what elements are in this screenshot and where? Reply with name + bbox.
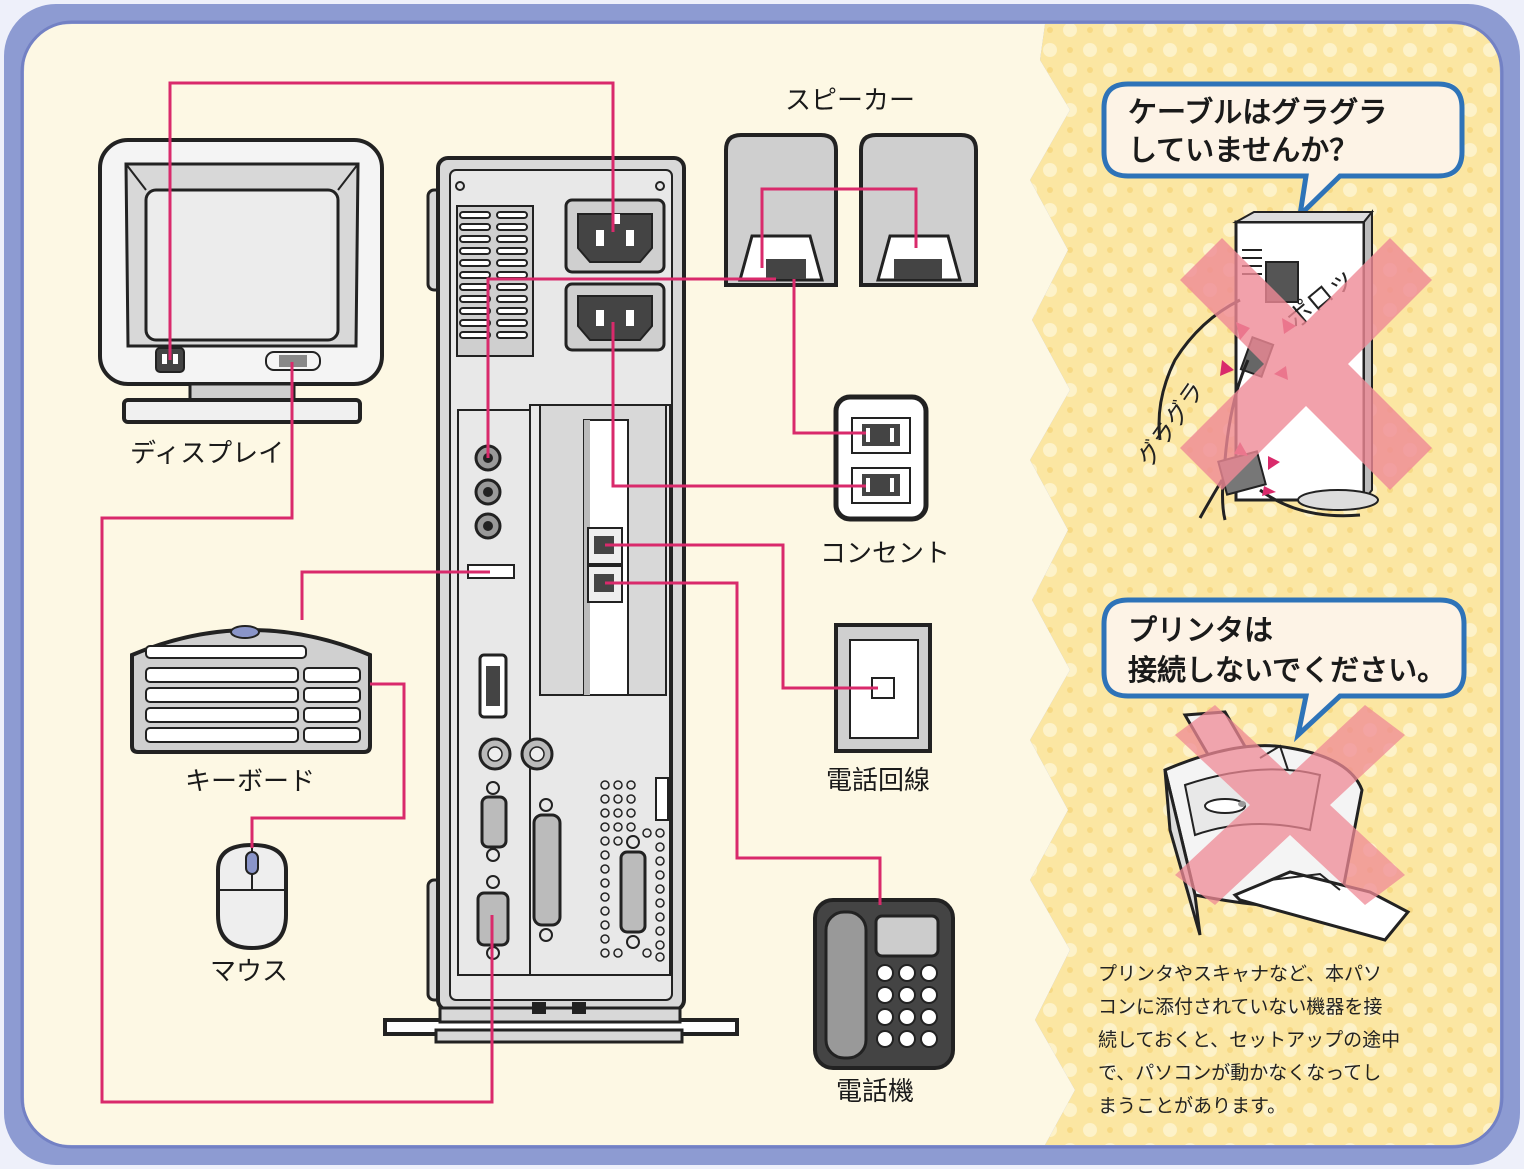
cable-modem-line — [605, 543, 878, 690]
wall-outlet: コンセント — [820, 394, 950, 569]
mouse: マウス — [210, 842, 288, 987]
loose-cable-illustration: ポロッ グラグラ — [1132, 209, 1432, 521]
bubble-printer-line2: 接続しないでください。 — [1128, 653, 1446, 687]
monitor: ディスプレイ — [98, 138, 384, 469]
bubble-cable-line1: ケーブルはグラグラ — [1128, 95, 1387, 129]
note-line-5: まうことがあります。 — [1098, 1095, 1287, 1117]
cable-speakers — [760, 187, 918, 268]
mouse-label: マウス — [210, 957, 288, 987]
printer-illustration — [1163, 705, 1411, 942]
bubble-printer-line1: プリンタは — [1128, 613, 1273, 647]
display-label: ディスプレイ — [130, 439, 284, 469]
phone-line-jack: 電話回線 — [826, 623, 932, 796]
cable-speaker-audio — [486, 277, 776, 458]
game-port — [619, 850, 647, 934]
telephone-label: 電話機 — [836, 1077, 914, 1107]
speakers: スピーカー — [724, 86, 978, 287]
pc-tower — [383, 156, 739, 1044]
vent-slots — [456, 205, 534, 357]
note-line-4: で、パソコンが動かなくなってし — [1098, 1062, 1382, 1084]
parallel-port — [532, 813, 562, 927]
cable-mouse — [250, 682, 406, 848]
cable-display-power — [168, 81, 615, 360]
cables — [100, 81, 918, 1104]
phone-line-label: 電話回線 — [826, 766, 930, 796]
speech-bubble-cable: ケーブルはグラグラ していませんか？ — [1101, 81, 1465, 223]
keyboard: キーボード — [130, 625, 372, 797]
note-line-3: 続しておくと、セットアップの途中 — [1098, 1029, 1401, 1051]
speech-bubble-printer: プリンタは 接続しないでください。 — [1101, 597, 1467, 743]
serial-port — [480, 795, 508, 849]
vent-holes — [600, 780, 665, 962]
cable-display-vga — [100, 362, 494, 1104]
speaker-label: スピーカー — [785, 86, 915, 116]
printer-note: プリンタやスキャナなど、本パソ コンに添付されていない機器を接 続しておくと、セ… — [1098, 958, 1478, 1123]
outlet-label: コンセント — [820, 539, 950, 569]
cable-modem-phone — [605, 581, 882, 905]
cable-keyboard — [300, 570, 490, 620]
telephone: 電話機 — [813, 898, 955, 1107]
cable-speaker-power — [792, 279, 866, 435]
cable-pc-power — [611, 322, 866, 488]
keyboard-label: キーボード — [185, 767, 315, 797]
note-line-2: コンに添付されていない機器を接 — [1098, 996, 1383, 1018]
note-line-1: プリンタやスキャナなど、本パソ — [1098, 963, 1383, 985]
bubble-cable-line2: していませんか？ — [1128, 133, 1358, 167]
inner-border — [20, 20, 1504, 1149]
